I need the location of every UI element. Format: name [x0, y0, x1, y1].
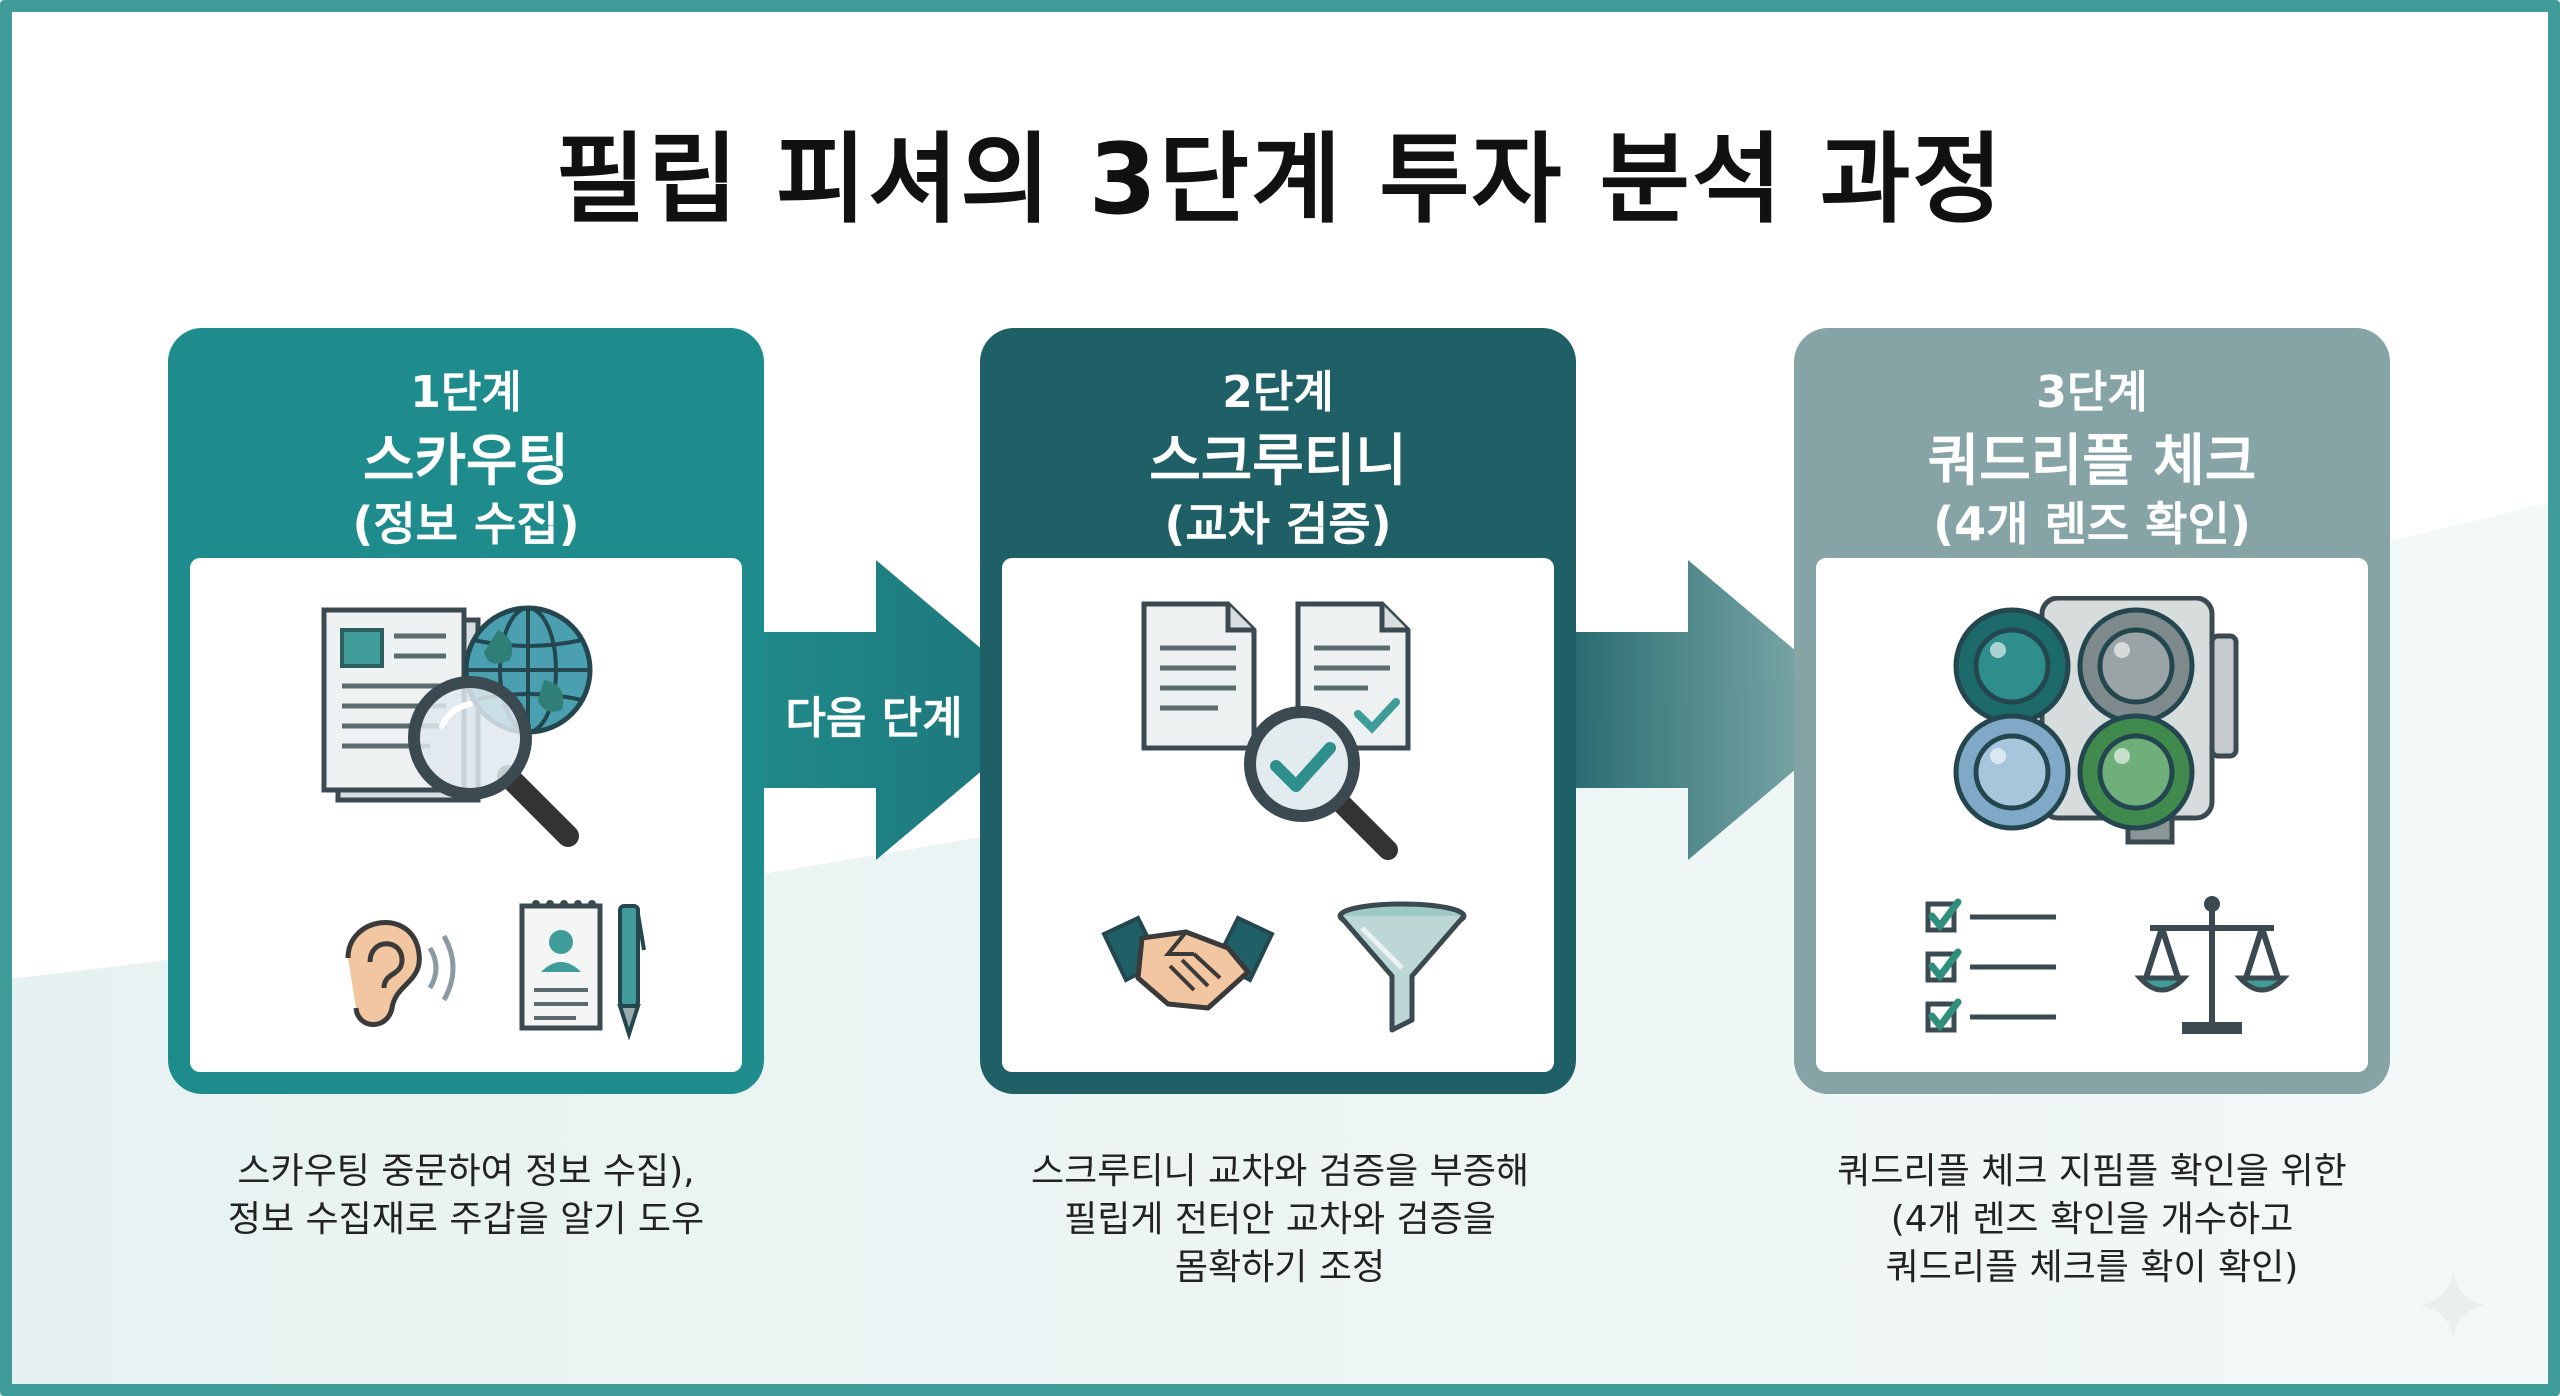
stage-name: 쿼드리플 체크 [1927, 429, 2257, 494]
stage-subtitle: (4개 렌즈 확인) [1933, 497, 2251, 551]
page-title: 필립 피셔의 3단계 투자 분석 과정 [555, 123, 2005, 237]
magnifier-icon [408, 676, 579, 847]
stage-card-2: 2단계 스크루티니 (교차 검증) [980, 328, 1576, 1094]
stage-step: 1단계 [410, 367, 522, 418]
desc-line: 몸확하기 조정 [1174, 1247, 1386, 1288]
stage-name: 스카우팅 [362, 429, 570, 494]
magnifier-check-icon [1244, 706, 1398, 860]
four-lens-icon [1953, 596, 2239, 845]
stage-description-2: 스크루티니 교차와 검증을 부증해 필립게 전터안 교차와 검증을 몸확하기 조… [930, 1148, 1630, 1292]
stage-description-1: 스카우팅 중문하여 정보 수집), 정보 수집재로 주갑을 알기 도우 [116, 1148, 816, 1244]
funnel-icon [1337, 901, 1467, 1033]
stage-illustration [1816, 558, 2368, 1072]
stage-subtitle: (정보 수집) [352, 497, 580, 551]
stage-card-1: 1단계 스카우팅 (정보 수집) [168, 328, 764, 1094]
next-step-arrow-1 [764, 560, 1054, 860]
stage-card-3: 3단계 쿼드리플 체크 (4개 렌즈 확인) [1794, 328, 2390, 1094]
desc-line: 쿼드리플 체크를 확이 확인) [1885, 1247, 2299, 1288]
checklist-icon [1925, 898, 2056, 1033]
desc-line: 스카우팅 중문하여 정보 수집), [237, 1151, 695, 1192]
desc-line: (4개 렌즈 확인을 개수하고 [1890, 1199, 2294, 1240]
desc-line: 필립게 전터안 교차와 검증을 [1064, 1199, 1496, 1240]
handshake-icon [1101, 915, 1275, 1011]
stage-step: 3단계 [2036, 367, 2148, 418]
desc-line: 정보 수집재로 주갑을 알기 도우 [227, 1199, 705, 1240]
pen-icon [617, 904, 646, 1040]
stage-illustration [190, 558, 742, 1072]
next-step-arrow-2 [1576, 560, 1866, 860]
stage-description-3: 쿼드리플 체크 지핌플 확인을 위한 (4개 렌즈 확인을 개수하고 쿼드리플 … [1742, 1148, 2442, 1292]
stage-step: 2단계 [1222, 367, 1334, 418]
stage-subtitle: (교차 검증) [1164, 497, 1392, 551]
arrow-label: 다음 단계 [785, 693, 963, 744]
sparkle-icon [2420, 1272, 2486, 1338]
stage-illustration [1002, 558, 1554, 1072]
ear-icon [345, 920, 456, 1027]
stage-name: 스크루티니 [1149, 429, 1407, 494]
notepad-icon [519, 900, 603, 1031]
scale-icon [2134, 896, 2290, 1034]
desc-line: 쿼드리플 체크 지핌플 확인을 위한 [1837, 1151, 2347, 1192]
desc-line: 스크루티니 교차와 검증을 부증해 [1030, 1151, 1529, 1192]
